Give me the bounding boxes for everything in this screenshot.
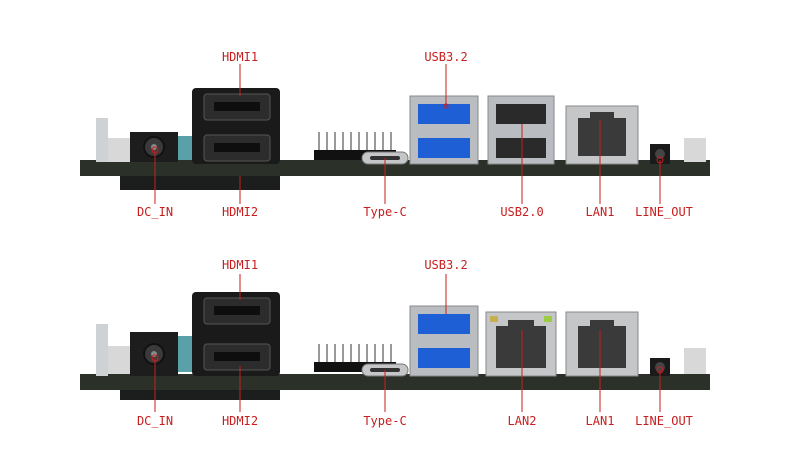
label-dc-in-bottom: DC_IN	[136, 414, 174, 428]
label-type-c-bottom: Type-C	[363, 414, 407, 428]
board-bottom-illustration	[80, 292, 710, 400]
leader-lines	[151, 64, 664, 412]
label-lan1-top: LAN1	[585, 205, 615, 219]
pcb	[80, 374, 710, 390]
side-bracket	[96, 118, 108, 162]
pin-header	[318, 132, 392, 160]
label-type-c-top: Type-C	[363, 205, 407, 219]
label-usb32-top: USB3.2	[424, 50, 468, 64]
label-line-out-top: LINE_OUT	[635, 205, 693, 219]
label-lan2-bottom: LAN2	[507, 414, 537, 428]
board-top-illustration	[80, 88, 710, 190]
board-top	[0, 40, 790, 190]
label-hdmi1-top: HDMI1	[221, 50, 259, 64]
label-lan1-bottom: LAN1	[585, 414, 615, 428]
label-dc-in-top: DC_IN	[136, 205, 174, 219]
board-bottom	[0, 268, 790, 408]
pin-header	[318, 344, 392, 370]
label-usb20-top: USB2.0	[500, 205, 544, 219]
side-bracket	[96, 324, 108, 376]
label-hdmi2-top: HDMI2	[221, 205, 259, 219]
label-hdmi2-bottom: HDMI2	[221, 414, 259, 428]
label-usb32-bottom: USB3.2	[424, 258, 468, 272]
label-hdmi1-bottom: HDMI1	[221, 258, 259, 272]
label-line-out-bottom: LINE_OUT	[635, 414, 693, 428]
